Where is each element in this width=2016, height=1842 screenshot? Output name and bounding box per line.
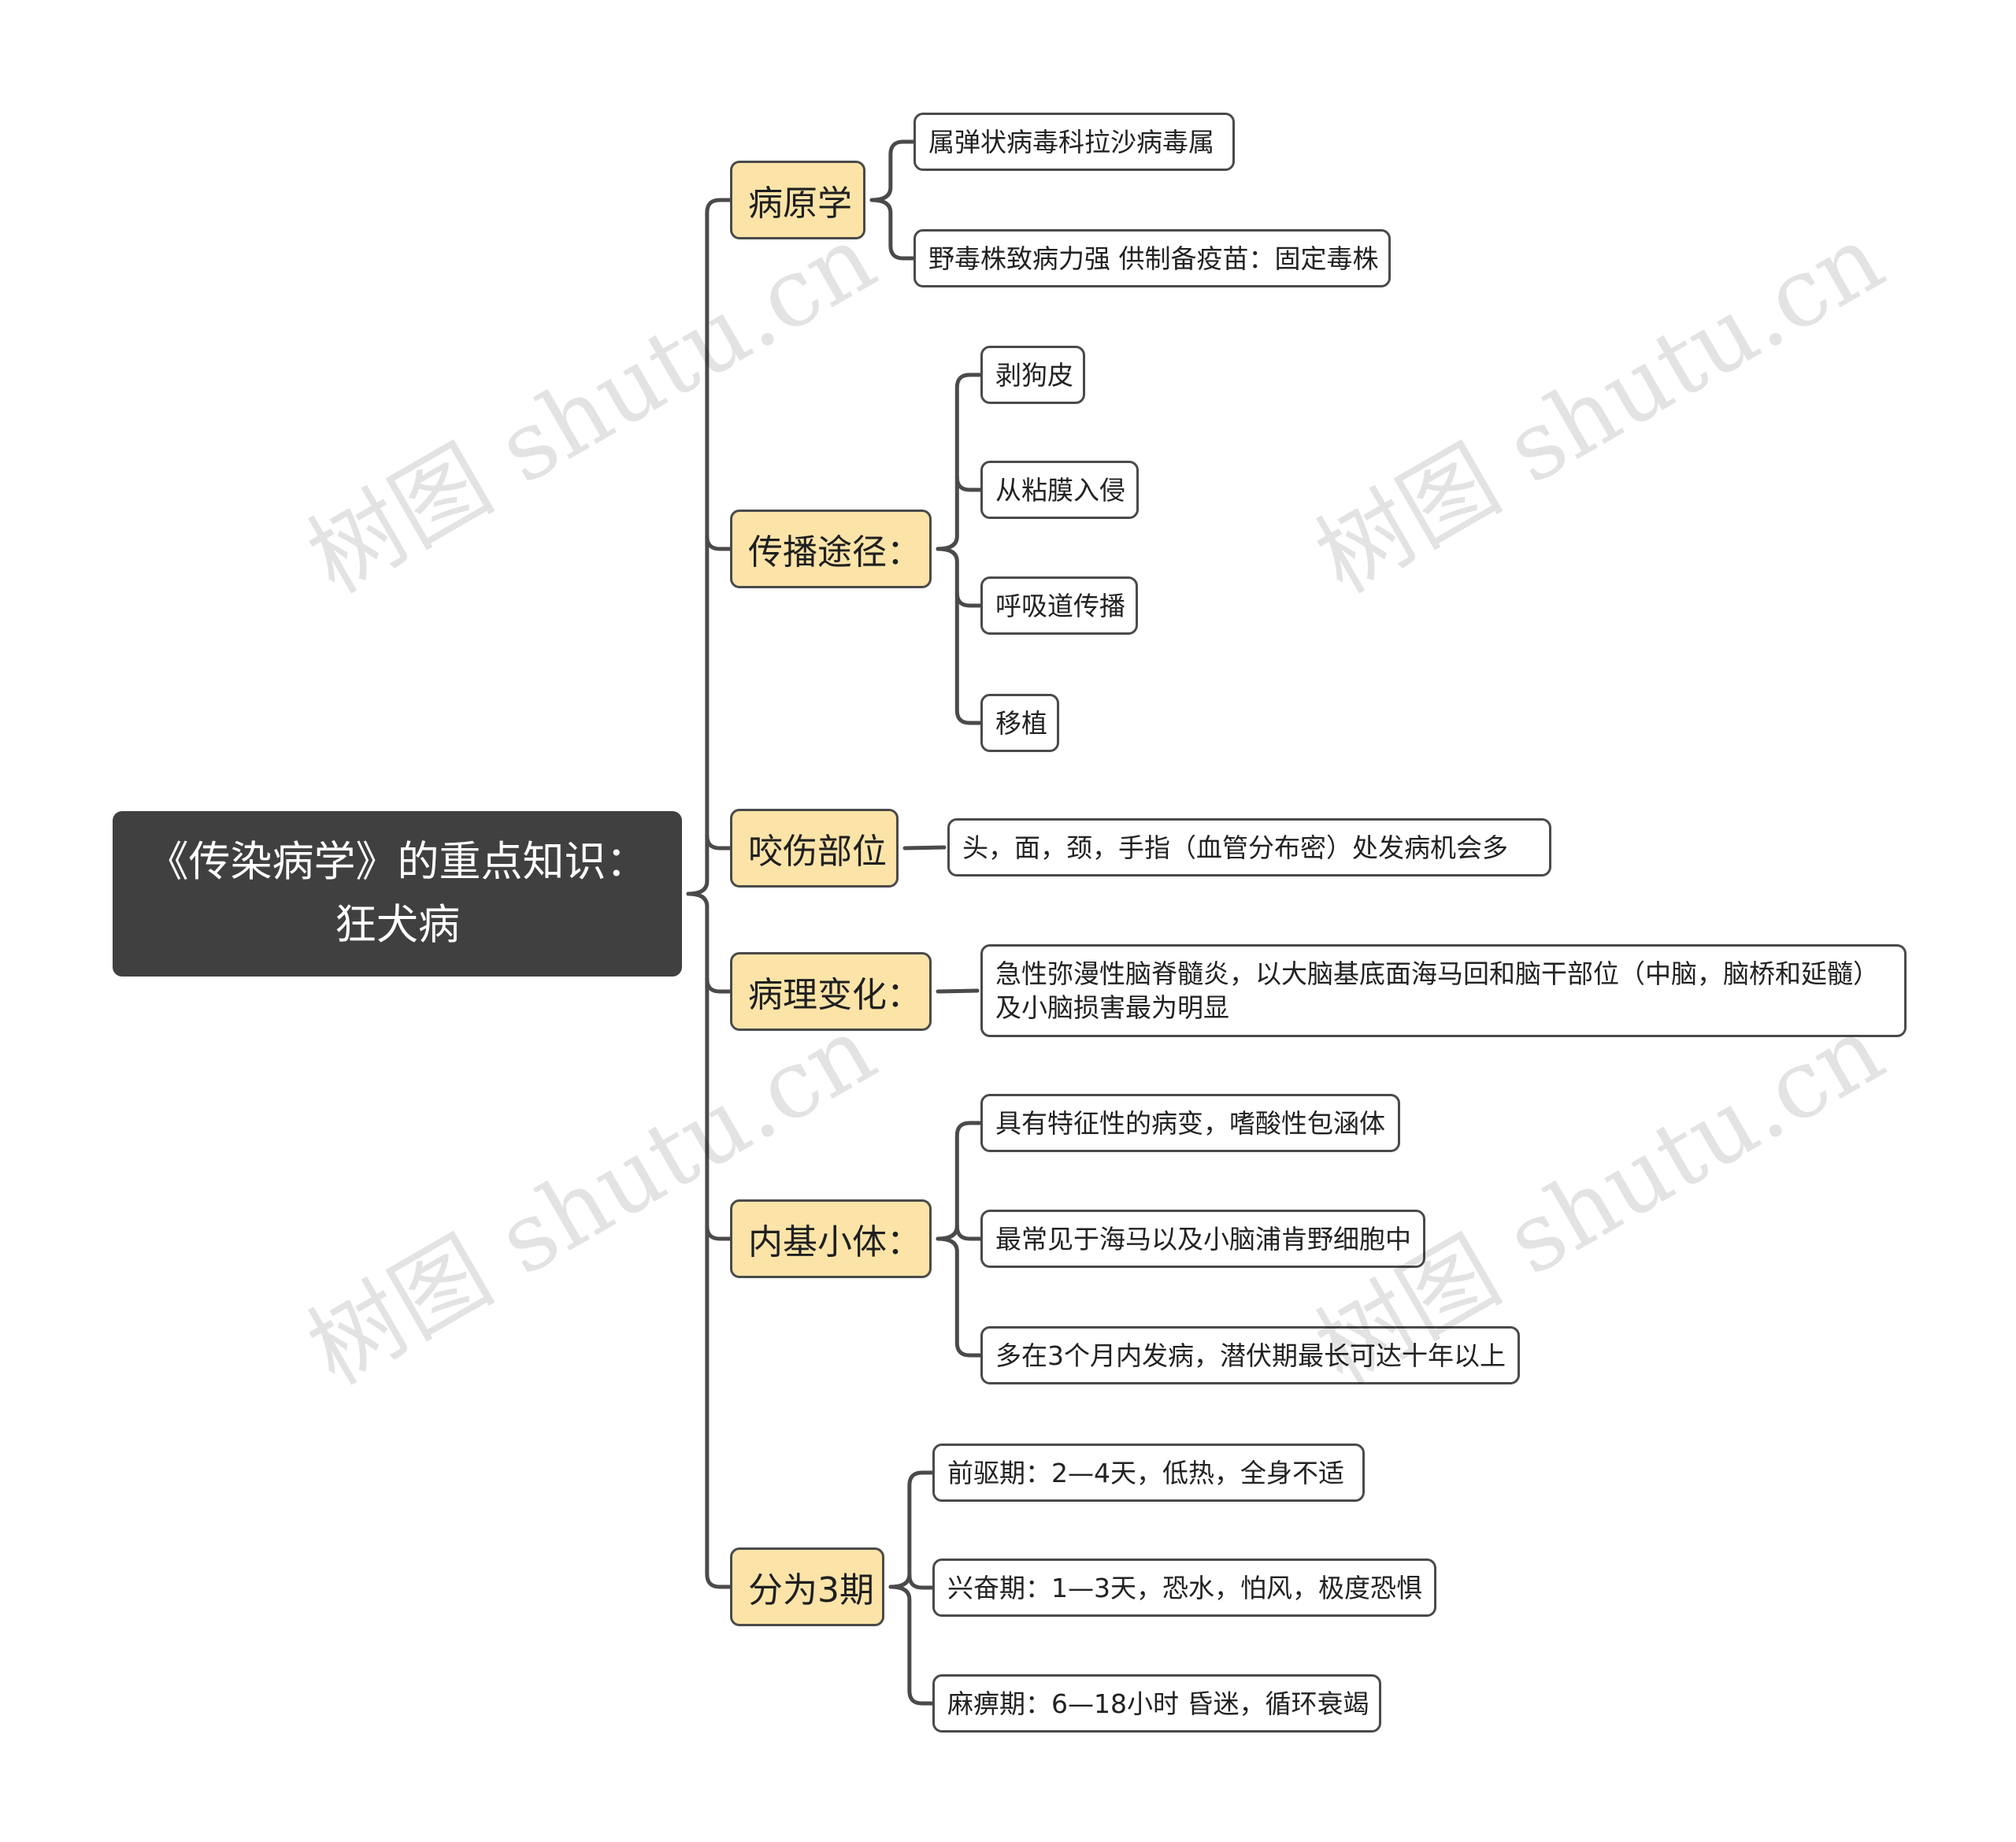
connector-line [888,1584,935,1706]
connector-line [936,547,983,725]
leaf-node[interactable]: 属弹状病毒科拉沙病毒属 [914,113,1235,171]
connector-line [954,1224,983,1241]
branch-transmission[interactable]: 传播途径： [730,510,932,588]
connector-line [954,475,983,492]
leaf-node[interactable]: 从粘膜入侵 [980,461,1139,519]
branch-bite-site[interactable]: 咬伤部位 [730,809,899,888]
root-topic[interactable]: 《传染病学》的重点知识：狂犬病 [113,811,682,977]
leaf-node[interactable]: 移植 [980,694,1059,752]
leaf-node[interactable]: 前驱期：2—4天，低热，全身不适 [932,1444,1365,1502]
connector-line [907,1573,935,1590]
leaf-node[interactable]: 兴奋期：1—3天，恐水，怕风，极度恐惧 [932,1558,1436,1617]
connector-line [686,198,732,896]
branch-three-stages[interactable]: 分为3期 [730,1547,884,1626]
connector-line [705,534,732,551]
leaf-node[interactable]: 呼吸道传播 [980,576,1138,635]
connector-line [869,139,916,202]
connector-line [869,198,916,261]
branch-pathology[interactable]: 病理变化： [730,952,932,1031]
connector-line [705,833,732,851]
leaf-node[interactable]: 剥狗皮 [980,346,1085,404]
connector-line [954,591,983,608]
connector-line [686,891,732,1589]
branch-negri-body[interactable]: 内基小体： [730,1199,932,1278]
leaf-node[interactable]: 急性弥漫性脑脊髓炎，以大脑基底面海马回和脑干部位（中脑，脑桥和延髓）及小脑损害最… [980,944,1907,1037]
leaf-node[interactable]: 最常见于海马以及小脑浦肯野细胞中 [980,1210,1425,1268]
connector-line [705,1224,732,1241]
leaf-node[interactable]: 具有特征性的病变，嗜酸性包涵体 [980,1094,1400,1152]
leaf-node[interactable]: 麻痹期：6—18小时 昏迷，循环衰竭 [932,1674,1381,1733]
connector-line [888,1470,935,1589]
connector-line [705,977,732,994]
leaf-node[interactable]: 多在3个月内发病，潜伏期最长可达十年以上 [980,1326,1520,1384]
connector-line [936,1236,983,1358]
leaf-node[interactable]: 头，面，颈，手指（血管分布密）处发病机会多 [947,818,1551,877]
branch-pathogen[interactable]: 病原学 [730,161,865,239]
connector-line [936,1121,983,1241]
connector-line [936,372,983,551]
leaf-node[interactable]: 野毒株致病力强 供制备疫苗：固定毒株 [914,229,1391,287]
connector-line [902,845,947,851]
